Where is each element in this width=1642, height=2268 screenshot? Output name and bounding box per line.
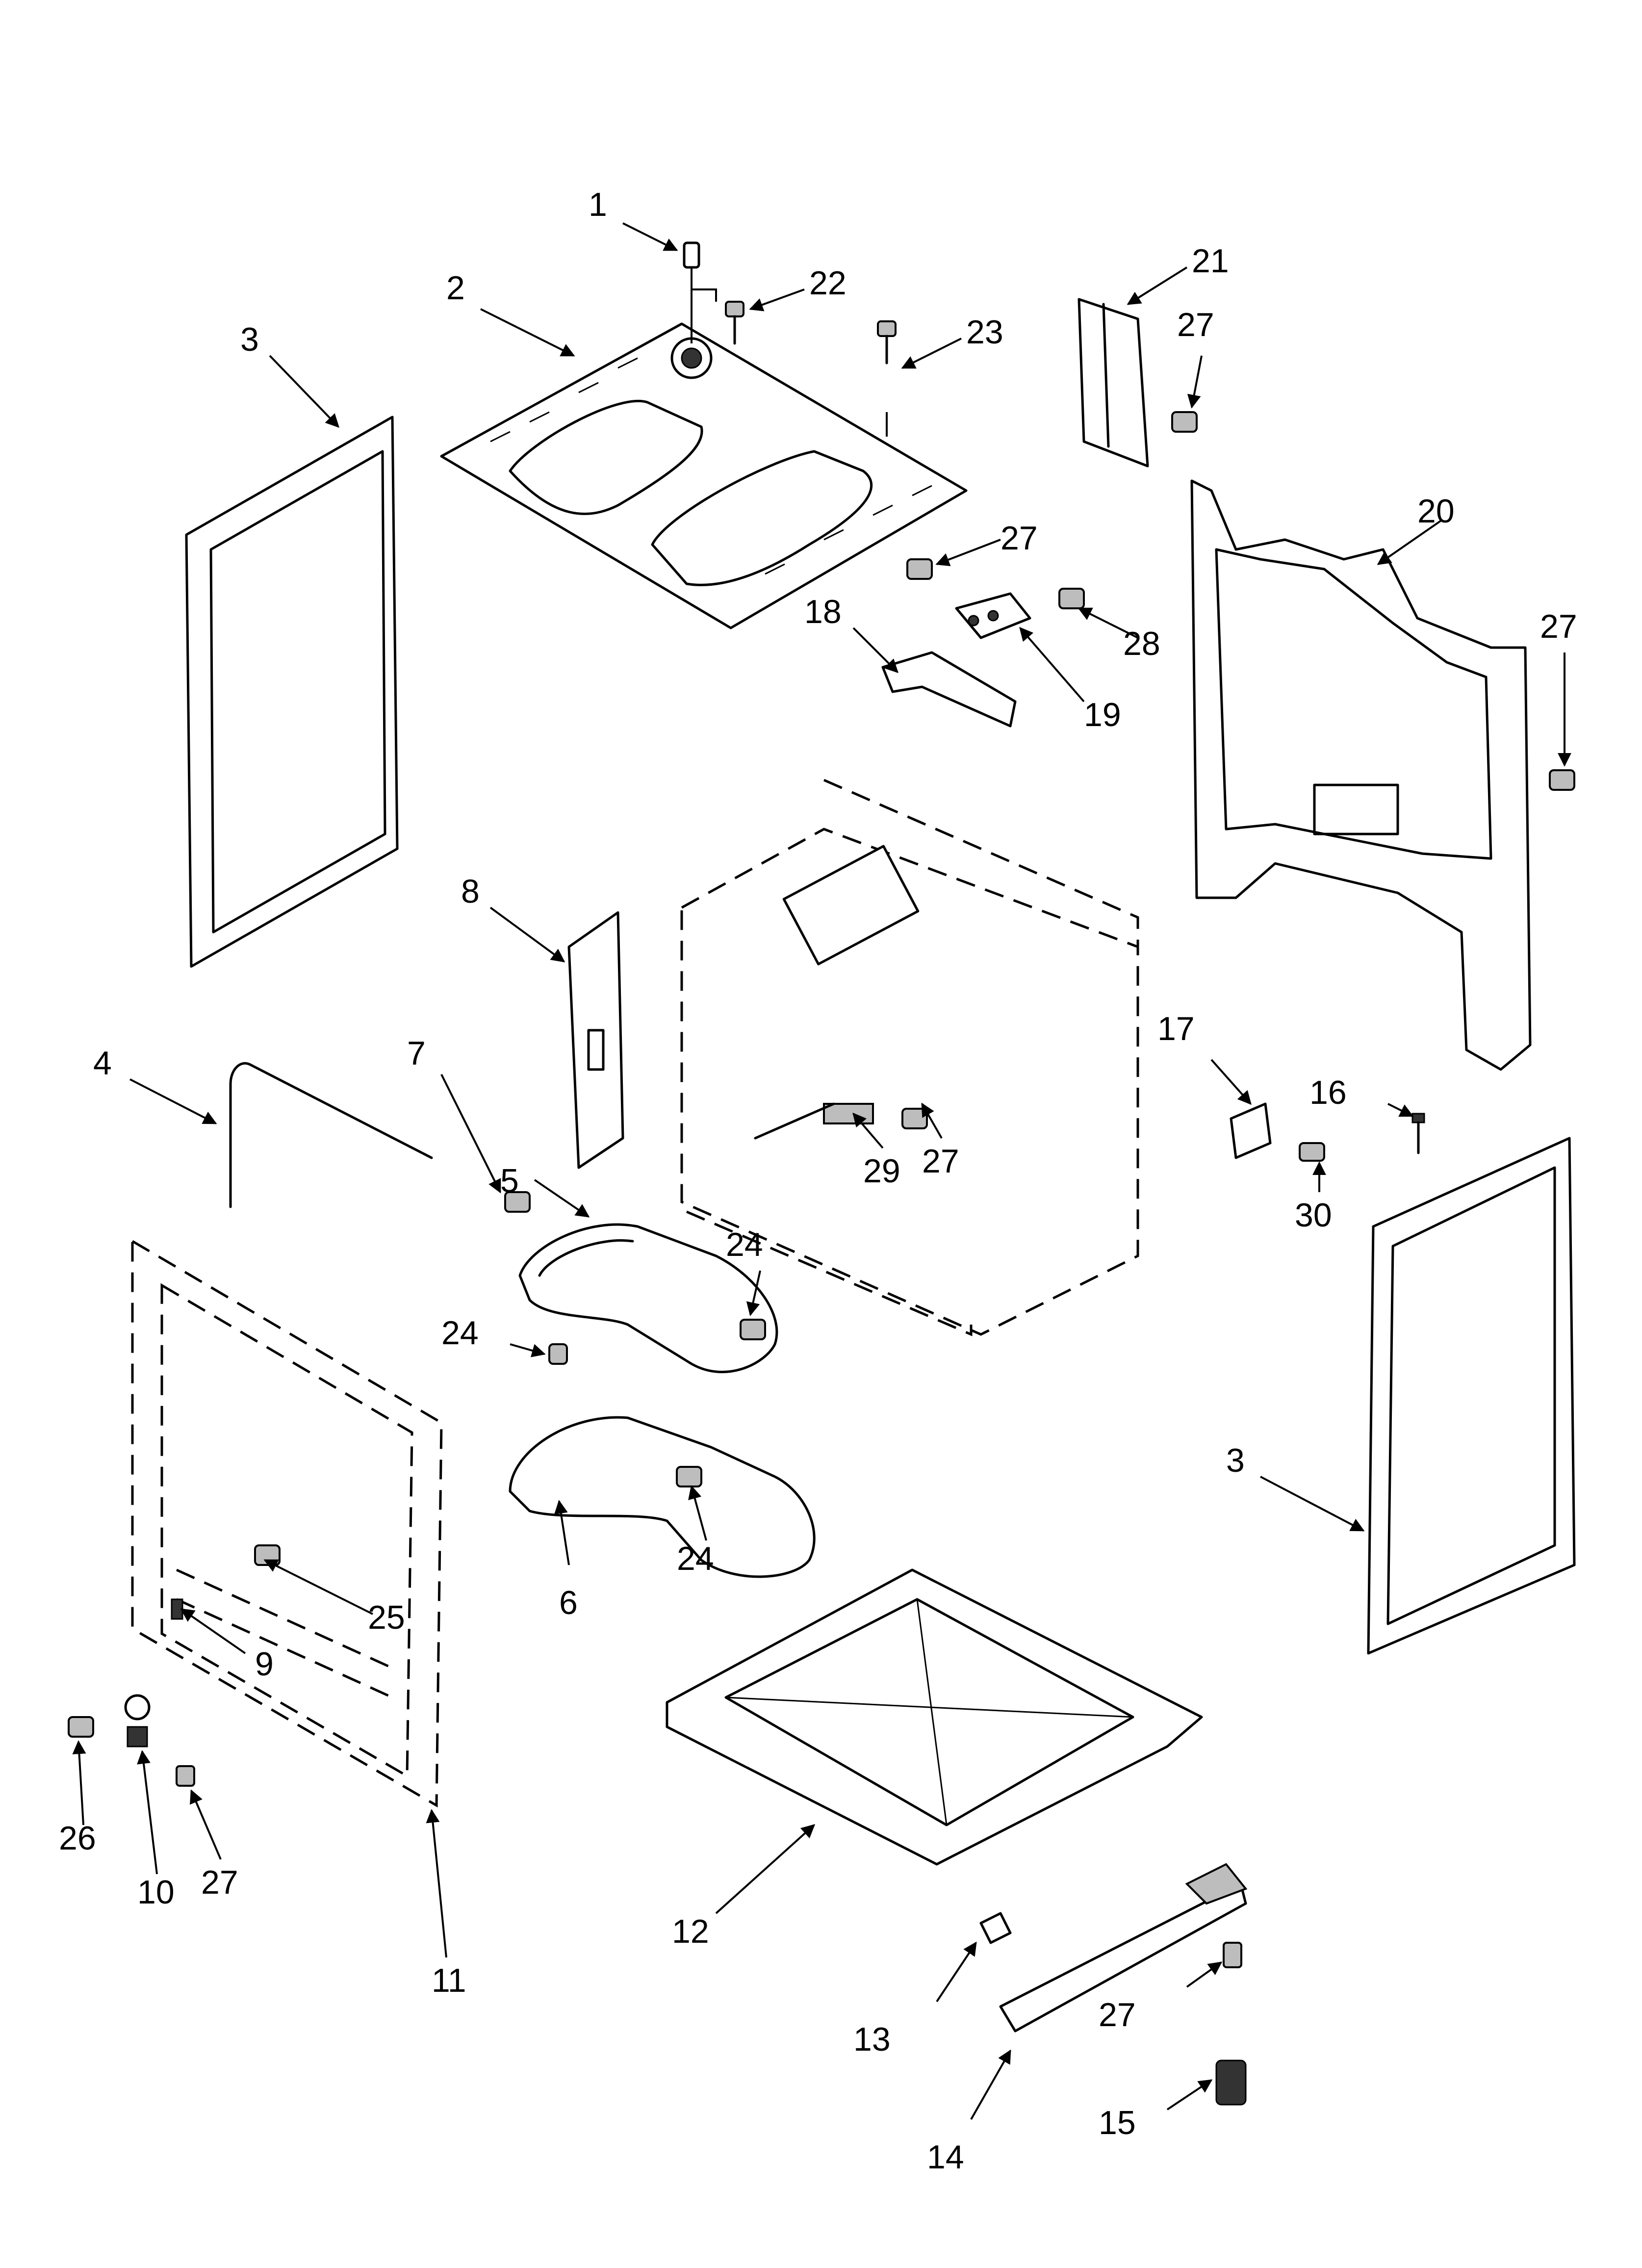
callout-2: 2: [446, 269, 465, 307]
callout-27-lower-left: 27: [201, 1864, 238, 1901]
bracket-17: [1230, 1102, 1272, 1159]
callout-27-rail: 27: [1099, 1996, 1136, 2033]
bracket-8: [567, 911, 624, 1169]
callout-23: 23: [966, 313, 1003, 351]
terminal-block-19: [955, 592, 1031, 639]
callout-5: 5: [500, 1162, 519, 1199]
callout-18: 18: [804, 593, 842, 630]
screw-27-bracket21: [1171, 411, 1198, 433]
callout-22: 22: [809, 264, 847, 302]
callout-27-cavity: 27: [922, 1143, 959, 1180]
side-panel-left: [185, 416, 399, 968]
callout-30: 30: [1295, 1197, 1332, 1234]
clip-9: [171, 1598, 183, 1620]
callout-9: 9: [255, 1645, 274, 1683]
anti-tip-10: [124, 1694, 151, 1747]
side-panel-right: [1367, 1137, 1576, 1655]
screw-24-low: [676, 1466, 702, 1487]
screw-7: [504, 1191, 531, 1213]
callout-27-top: 27: [1001, 520, 1038, 557]
callout-11: 11: [432, 1962, 466, 1999]
screw-30: [1299, 1142, 1325, 1162]
screw-27-lower-left: [176, 1765, 195, 1787]
screw-27-top: [906, 558, 933, 580]
bake-element: [509, 1416, 816, 1578]
callout-7: 7: [407, 1035, 426, 1072]
screw-26: [68, 1716, 94, 1738]
leader-lines: [72, 222, 1571, 2120]
callout-21: 21: [1192, 242, 1229, 280]
callout-20: 20: [1417, 493, 1455, 530]
callout-12: 12: [672, 1913, 709, 1950]
oven-cavity: [680, 779, 1139, 1336]
callout-16: 16: [1309, 1074, 1347, 1111]
callout-19: 19: [1084, 696, 1121, 733]
broil-element: [518, 1223, 778, 1373]
back-panel: [1190, 479, 1532, 1071]
bracket-18: [881, 651, 1017, 728]
callout-8: 8: [461, 873, 480, 910]
callout-24-upper: 24: [726, 1226, 763, 1263]
screw-23: [877, 320, 897, 437]
bottom-panel: [666, 1568, 1203, 1866]
screw-27-rail: [1223, 1942, 1242, 1968]
screw-22: [725, 301, 744, 345]
bracket-21: [1078, 298, 1149, 468]
callout-24-lower: 24: [677, 1540, 714, 1577]
callout-27-right: 27: [1540, 608, 1577, 645]
screw-24-left: [548, 1343, 568, 1365]
callout-6: 6: [559, 1584, 578, 1621]
screw-28: [1058, 588, 1085, 609]
gasket-4: [229, 1062, 433, 1208]
callout-3-left: 3: [240, 321, 259, 358]
callout-26: 26: [59, 1820, 96, 1857]
callout-17: 17: [1157, 1010, 1195, 1047]
callout-29: 29: [863, 1152, 900, 1190]
callout-15: 15: [1099, 2104, 1136, 2141]
callout-14: 14: [927, 2138, 964, 2176]
callout-10: 10: [137, 1874, 175, 1911]
callout-28: 28: [1123, 625, 1160, 662]
top-panel: [440, 322, 968, 629]
screw-27-right: [1549, 769, 1575, 791]
clip-13: [979, 1912, 1012, 1944]
callout-27-bracket: 27: [1177, 306, 1214, 343]
front-frame: [131, 1239, 443, 1808]
callout-1: 1: [589, 186, 607, 223]
screw-16: [1411, 1113, 1425, 1154]
leveling-leg-15: [1215, 2059, 1247, 2106]
top-screw: [683, 241, 717, 343]
callout-labels: 1 2 3 3 4 5 6 7 8 9 10 11 12 13 14 15 16…: [59, 186, 1577, 2176]
screw-27-cavity: [901, 1108, 928, 1129]
callout-13: 13: [853, 2021, 891, 2058]
callout-24-left: 24: [441, 1314, 479, 1352]
leveling-rail: [999, 1863, 1248, 2033]
screw-24-mid: [740, 1319, 766, 1340]
callout-4: 4: [93, 1044, 112, 1082]
callout-25: 25: [368, 1599, 405, 1636]
callout-3-right: 3: [1226, 1442, 1245, 1479]
